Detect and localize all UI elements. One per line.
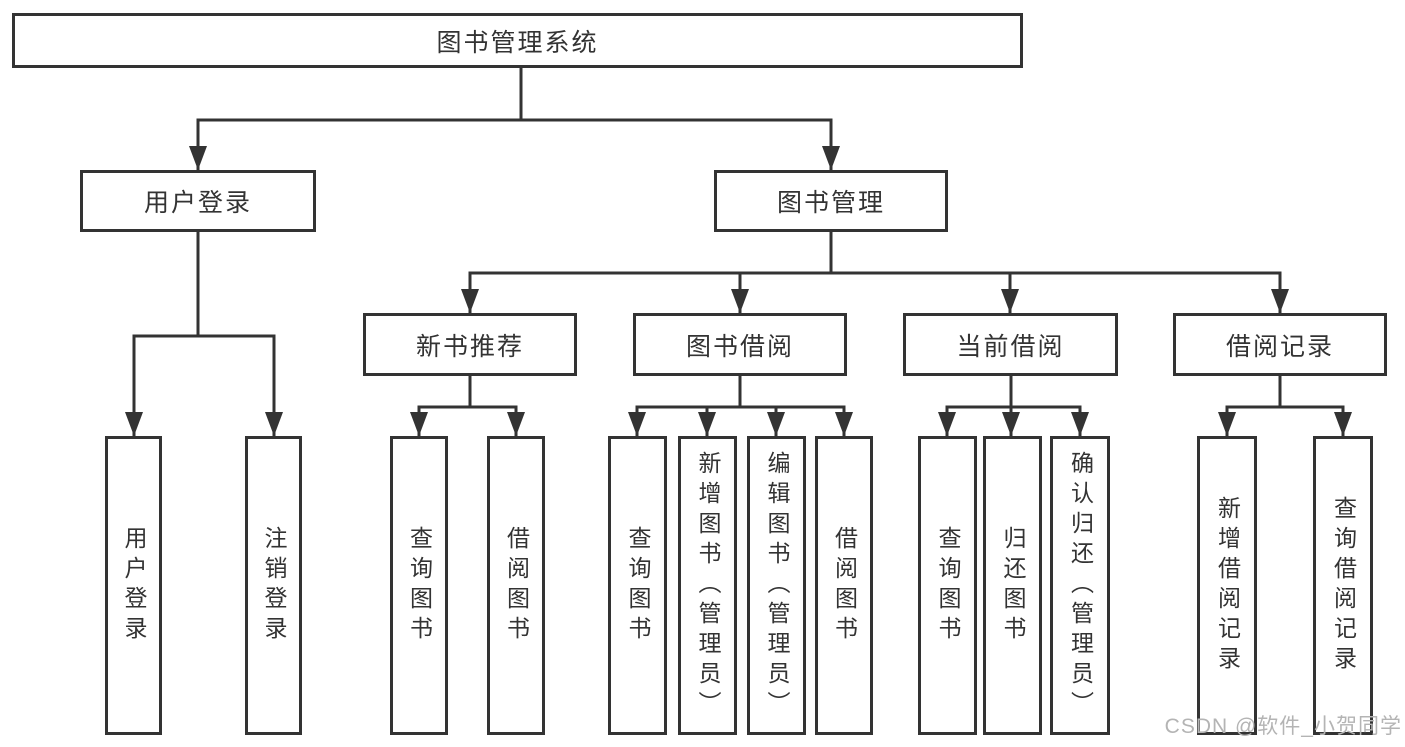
leaf-borrow-books: 借阅图书 <box>487 436 545 735</box>
node-label: 借阅记录 <box>1225 332 1334 361</box>
node-library-management-system: 图书管理系统 <box>12 13 1023 68</box>
node-borrowing-records: 借阅记录 <box>1173 313 1387 376</box>
leaf-label: 新增借阅记录 <box>1214 495 1241 676</box>
leaf-label: 归还图书 <box>1000 525 1026 646</box>
leaf-add-book-admin: 新增图书（管理员） <box>678 436 737 735</box>
leaf-label: 借阅图书 <box>503 525 530 646</box>
node-current-borrowing: 当前借阅 <box>903 313 1118 376</box>
leaf-confirm-return-admin: 确认归还（管理员） <box>1050 436 1110 735</box>
node-user-login: 用户登录 <box>80 170 316 232</box>
leaf-label: 查询图书 <box>935 525 961 646</box>
leaf-add-borrow-record: 新增借阅记录 <box>1197 436 1257 735</box>
leaf-label: 确认归还（管理员） <box>1067 450 1094 721</box>
node-label: 用户登录 <box>143 189 252 217</box>
leaf-label: 查询图书 <box>406 525 433 646</box>
leaf-logout-login: 注销登录 <box>245 436 302 735</box>
leaf-label: 新增图书（管理员） <box>695 450 721 721</box>
node-label: 图书管理系统 <box>436 28 599 57</box>
node-new-book-recommend: 新书推荐 <box>363 313 577 376</box>
leaf-query-books: 查询图书 <box>390 436 448 735</box>
csdn-watermark: CSDN @软件_小贺同学 <box>1164 715 1402 738</box>
leaf-query-books-2: 查询图书 <box>608 436 667 735</box>
leaf-label: 注销登录 <box>261 525 287 646</box>
leaf-label: 编辑图书（管理员） <box>764 450 790 721</box>
leaf-edit-book-admin: 编辑图书（管理员） <box>747 436 806 735</box>
node-label: 新书推荐 <box>415 332 524 361</box>
node-book-borrowing: 图书借阅 <box>633 313 847 376</box>
leaf-borrow-books-2: 借阅图书 <box>815 436 873 735</box>
leaf-query-books-3: 查询图书 <box>918 436 977 735</box>
node-label: 图书借阅 <box>685 332 794 361</box>
leaf-label: 用户登录 <box>121 525 147 646</box>
leaf-label: 查询图书 <box>625 525 651 646</box>
node-book-management: 图书管理 <box>714 170 948 232</box>
leaf-query-borrow-record: 查询借阅记录 <box>1313 436 1373 735</box>
leaf-return-books: 归还图书 <box>983 436 1042 735</box>
leaf-user-login: 用户登录 <box>105 436 162 735</box>
leaf-label: 查询借阅记录 <box>1330 495 1357 676</box>
leaf-label: 借阅图书 <box>831 525 858 646</box>
node-label: 当前借阅 <box>956 332 1065 361</box>
node-label: 图书管理 <box>776 189 885 217</box>
